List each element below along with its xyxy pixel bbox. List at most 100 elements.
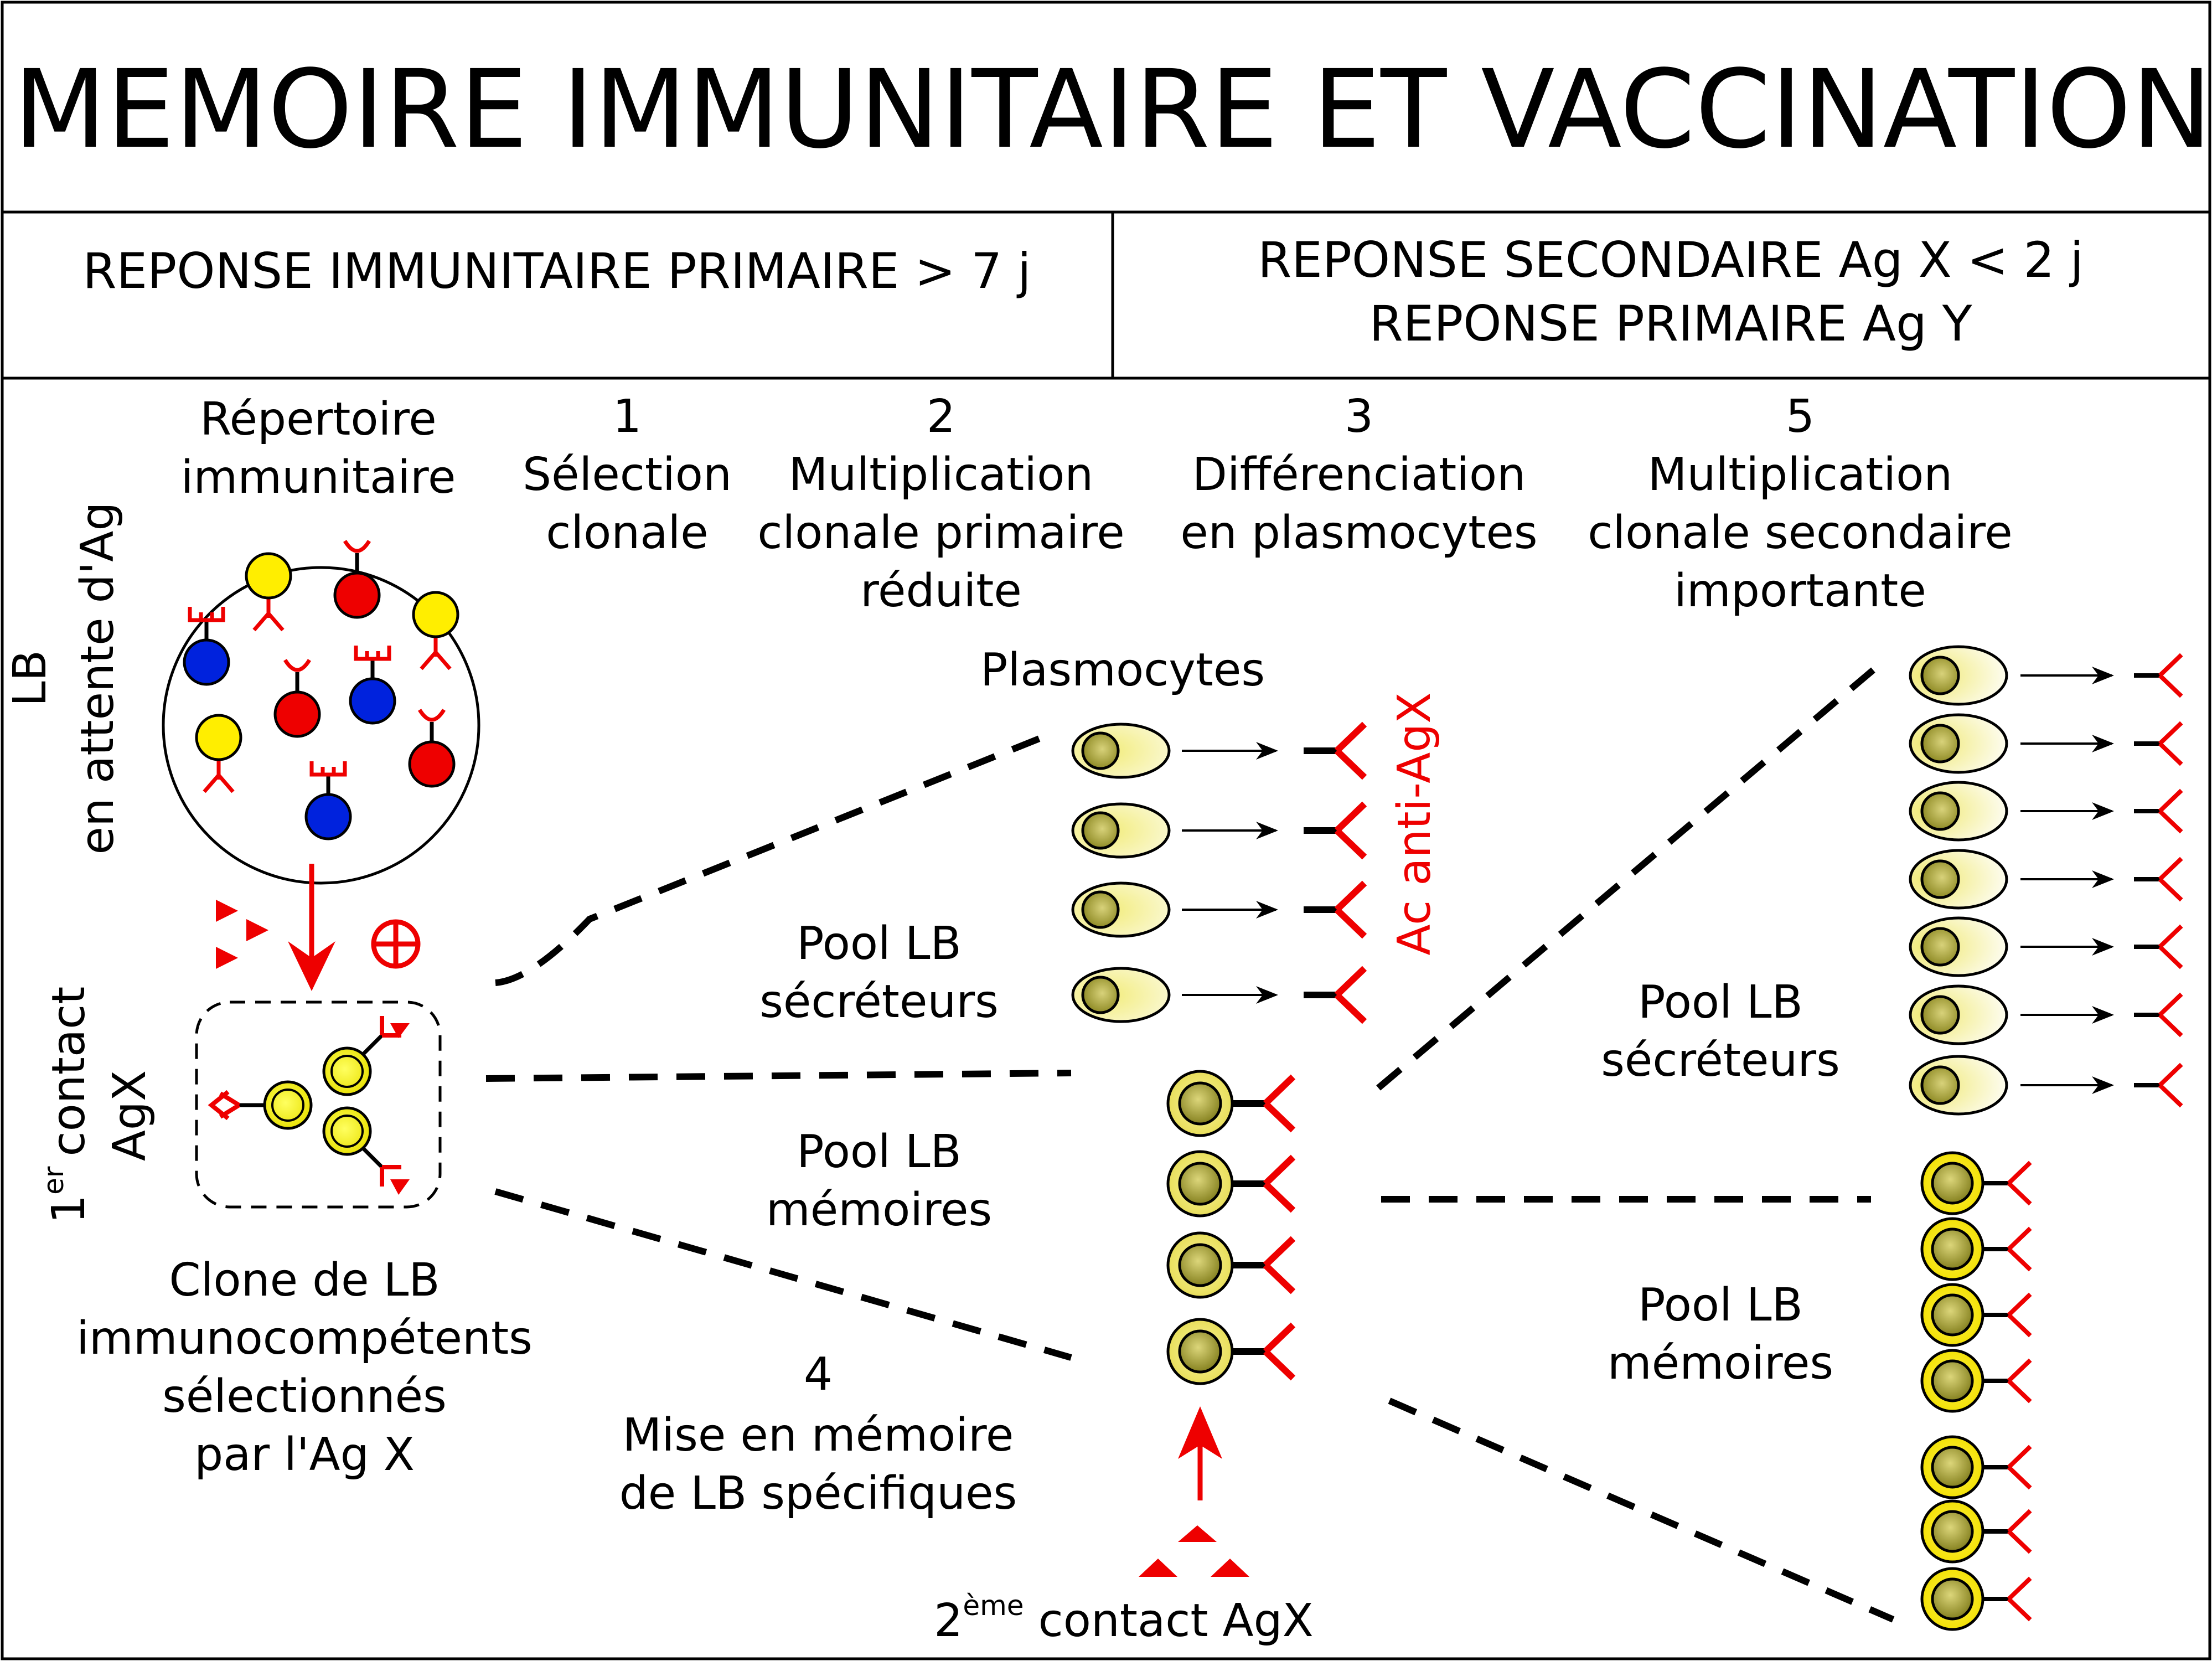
lymphocyte-b-cell [412, 591, 459, 670]
svg-text:en attente d'Ag: en attente d'Ag [71, 502, 124, 855]
antibody-icon [1983, 1445, 2032, 1490]
step-1-label: 1 Sélection clonale [523, 390, 732, 559]
pool-memory-label: Pool LB mémoires [766, 1126, 992, 1236]
antibody-icon [2134, 857, 2183, 902]
second-contact-arrow-head [1178, 1406, 1222, 1459]
antibody-icon [1232, 1322, 1296, 1381]
second-contact-label: 2ème contact AgX [934, 1590, 1314, 1647]
page-title: MEMOIRE IMMUNITAIRE ET VACCINATION [13, 47, 2212, 172]
svg-text:5: 5 [1786, 390, 1815, 443]
secondary-memory-cells [1920, 1151, 2032, 1631]
svg-text:clonale secondaire: clonale secondaire [1588, 507, 2012, 559]
svg-text:réduite: réduite [860, 565, 1022, 617]
lb-waiting-label: LB en attente d'Ag [4, 502, 124, 855]
selected-clone-cells [208, 1016, 410, 1195]
antibody-icon [2134, 653, 2183, 698]
plasmocyte-cell [1071, 721, 1367, 780]
antibody-icon [1304, 880, 1367, 939]
repertoire-cells [183, 540, 459, 840]
memory-lb-cell [1920, 1283, 2032, 1347]
secondary-plasmocytes [1909, 645, 2183, 1116]
plasmocyte-cell [1909, 713, 2183, 774]
antibody-icon [1983, 1358, 2032, 1404]
svg-text:LB: LB [4, 650, 56, 706]
pool-secretors-label: Pool LB sécréteurs [759, 917, 999, 1028]
step-2-label: 2 Multiplication clonale primaire réduit… [757, 390, 1124, 617]
memory-lb-cell [1920, 1435, 2032, 1499]
plasmocyte-cell [1909, 781, 2183, 842]
antibody-icon [1983, 1576, 2032, 1622]
antibody-icon [1983, 1292, 2032, 1338]
selected-clone-box [195, 1000, 442, 1209]
antibody-icon [1232, 1154, 1296, 1213]
antibody-icon [2134, 992, 2183, 1038]
plasmocyte-cell [1071, 966, 1367, 1024]
svg-text:Pool LB: Pool LB [797, 1126, 962, 1178]
svg-text:1ercontact: 1ercontact [38, 987, 95, 1224]
antibody-icon [1983, 1509, 2032, 1554]
clone-label: Clone de LB immunocompétents sélectionné… [76, 1254, 533, 1481]
plasmocytes-label: Plasmocytes [980, 644, 1265, 697]
repertoire-label: Répertoire immunitaire [181, 393, 456, 504]
repertoire-circle [162, 566, 480, 885]
memory-lb-cell [1920, 1151, 2032, 1215]
svg-text:Sélection: Sélection [523, 448, 732, 501]
memory-lb-cell [1920, 1217, 2032, 1281]
plus-circle-icon [371, 919, 421, 969]
antibody-icon [1304, 721, 1367, 780]
selection-arrow-head [288, 941, 335, 991]
svg-text:par l'Ag X: par l'Ag X [194, 1428, 415, 1481]
svg-text:Différenciation: Différenciation [1192, 448, 1526, 501]
header-primary-response: REPONSE IMMUNITAIRE PRIMAIRE > 7 j [82, 243, 1031, 300]
step-4-label: 4 Mise en mémoire de LB spécifiques [619, 1348, 1017, 1520]
svg-text:mémoires: mémoires [766, 1184, 992, 1236]
selected-lb-cell [322, 1106, 410, 1195]
svg-text:clonale: clonale [546, 507, 709, 559]
header-secondary-response: REPONSE SECONDAIRE Ag X < 2 j [1258, 231, 2084, 288]
lymphocyte-b-cell [408, 709, 456, 788]
memory-lb-cell [1920, 1349, 2032, 1413]
plasmocyte-cell [1909, 1055, 2183, 1116]
svg-text:Pool LB: Pool LB [797, 917, 962, 970]
selected-lb-cell [322, 1016, 410, 1096]
svg-text:sélectionnés: sélectionnés [162, 1370, 447, 1423]
svg-text:immunitaire: immunitaire [181, 451, 456, 504]
plasmocyte-cell [1909, 916, 2183, 977]
svg-text:Clone de LB: Clone de LB [169, 1254, 440, 1307]
memory-lb-cell [1166, 1070, 1296, 1137]
svg-text:2: 2 [927, 390, 955, 443]
svg-text:importante: importante [1674, 565, 1926, 617]
svg-text:sécréteurs: sécréteurs [759, 976, 999, 1028]
antibody-icon [2134, 1062, 2183, 1108]
pool-secretors-right-label: Pool LB sécréteurs [1601, 976, 1840, 1087]
step-3-label: 3 Différenciation en plasmocytes [1180, 390, 1537, 559]
svg-text:de LB spécifiques: de LB spécifiques [619, 1467, 1017, 1520]
svg-text:Pool LB: Pool LB [1638, 1279, 1803, 1332]
svg-text:immunocompétents: immunocompétents [76, 1312, 533, 1365]
svg-text:1: 1 [613, 390, 642, 443]
lymphocyte-b-cell [183, 607, 230, 686]
header-primary-response-y: REPONSE PRIMAIRE Ag Y [1369, 295, 1972, 352]
svg-text:Multiplication: Multiplication [1648, 448, 1952, 501]
svg-text:4: 4 [804, 1348, 833, 1401]
plasmocyte-cell [1071, 801, 1367, 860]
dashed-connectors [485, 664, 1895, 1623]
svg-text:en plasmocytes: en plasmocytes [1180, 507, 1537, 559]
step-5-label: 5 Multiplication clonale secondaire impo… [1588, 390, 2012, 617]
plasmocyte-cell [1909, 849, 2183, 910]
antibody-icon [1232, 1236, 1296, 1294]
primary-memory-cells [1166, 1070, 1296, 1385]
svg-text:sécréteurs: sécréteurs [1601, 1034, 1840, 1087]
antibody-icon [2134, 788, 2183, 834]
selected-lb-cell [208, 1080, 313, 1130]
lymphocyte-b-cell [333, 540, 381, 619]
memory-lb-cell [1166, 1318, 1296, 1385]
svg-text:clonale primaire: clonale primaire [757, 507, 1124, 559]
svg-text:AgX: AgX [104, 1070, 156, 1161]
primary-plasmocytes [1071, 721, 1367, 1024]
plasmocyte-cell [1909, 984, 2183, 1045]
lymphocyte-b-cell [349, 646, 396, 725]
antigen-icon [1139, 1525, 1249, 1577]
svg-text:Multiplication: Multiplication [789, 448, 1093, 501]
pool-memory-right-label: Pool LB mémoires [1608, 1279, 1833, 1390]
